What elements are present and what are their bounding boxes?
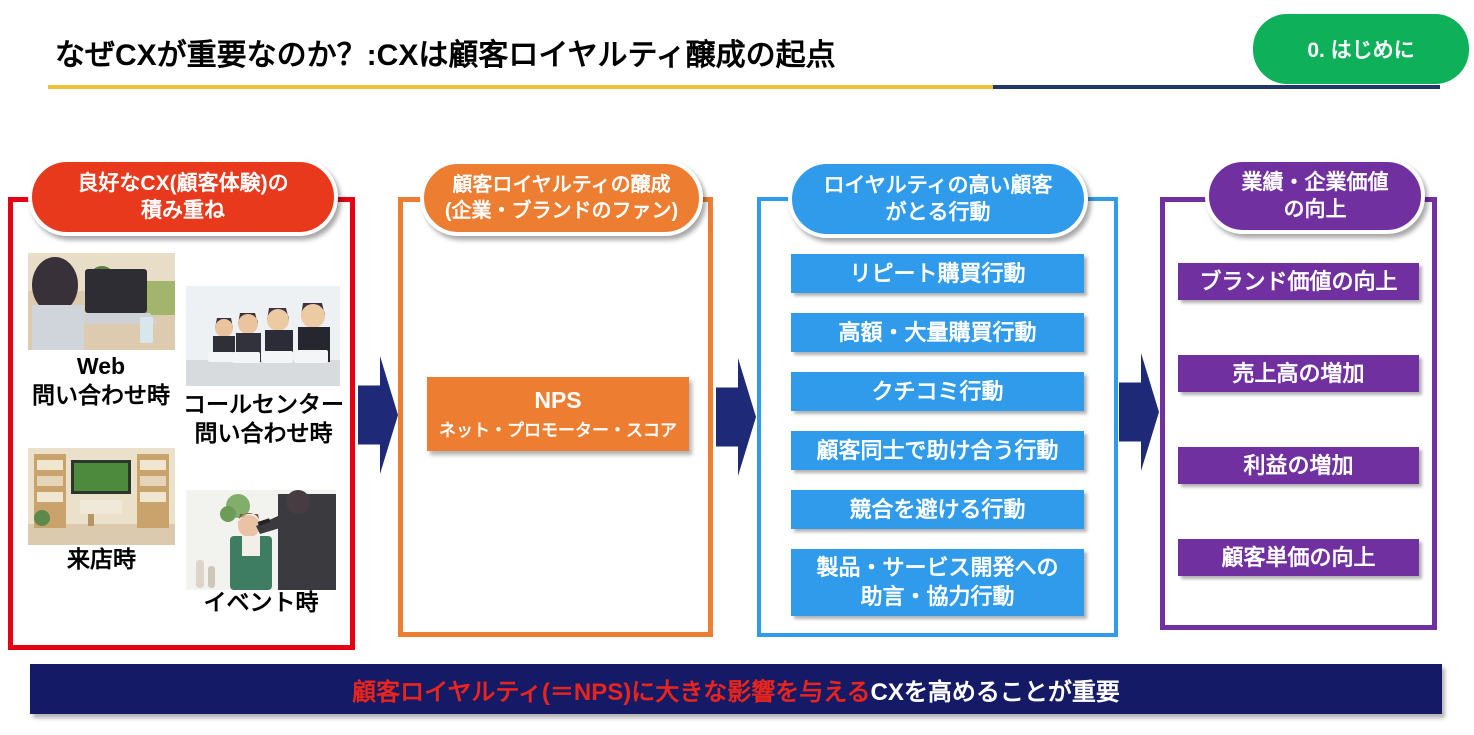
section-badge: 0. はじめに xyxy=(1253,14,1469,84)
cx-column-frame: Web 問い合わせ時 コールセンター xyxy=(8,197,355,650)
title-underline-navy xyxy=(993,85,1440,89)
performance-column-frame: ブランド価値の向上 売上高の増加 利益の増加 顧客単価の向上 xyxy=(1160,197,1437,630)
nps-subtitle: ネット・プロモーター・スコア xyxy=(439,421,677,440)
behavior-item: クチコミ行動 xyxy=(791,372,1084,411)
performance-column-header: 業績・企業価値 の向上 xyxy=(1205,158,1425,234)
performance-item-list: ブランド価値の向上 売上高の増加 利益の増加 顧客単価の向上 xyxy=(1178,263,1419,576)
behavior-item-list: リピート購買行動 高額・大量購買行動 クチコミ行動 顧客同士で助け合う行動 競合… xyxy=(791,254,1084,617)
loyalty-column-header: 顧客ロイヤルティの醸成 (企業・ブランドのファン) xyxy=(420,160,703,236)
behavior-item: 競合を避ける行動 xyxy=(791,490,1084,529)
behavior-column-frame: リピート購買行動 高額・大量購買行動 クチコミ行動 顧客同士で助け合う行動 競合… xyxy=(757,197,1118,637)
behavior-item: 高額・大量購買行動 xyxy=(791,313,1084,352)
nps-box: NPS ネット・プロモーター・スコア xyxy=(427,377,689,451)
behavior-item: リピート購買行動 xyxy=(791,254,1084,293)
performance-item: ブランド価値の向上 xyxy=(1178,263,1419,300)
event-photo xyxy=(186,490,336,590)
performance-item: 利益の増加 xyxy=(1178,447,1419,484)
flow-arrow-1 xyxy=(358,356,398,474)
behavior-item: 製品・サービス開発への 助言・協力行動 xyxy=(791,549,1084,617)
page-title: なぜCXが重要なのか？:CXは顧客ロイヤルティ醸成の起点 xyxy=(55,39,836,72)
behavior-item: 顧客同士で助け合う行動 xyxy=(791,431,1084,470)
store-visit-label: 来店時 xyxy=(67,546,136,572)
flow-arrow-2 xyxy=(716,358,756,476)
nps-title: NPS xyxy=(534,387,582,413)
banner-highlight-text: 顧客ロイヤルティ(＝NPS)に大きな影響を与える xyxy=(352,678,871,706)
title-underline-yellow xyxy=(48,85,993,89)
web-inquiry-label: Web 問い合わせ時 xyxy=(32,353,170,408)
web-inquiry-photo xyxy=(28,253,175,350)
event-label: イベント時 xyxy=(203,589,319,615)
behavior-column-header: ロイヤルティの高い顧客 がとる行動 xyxy=(788,160,1088,238)
store-visit-photo xyxy=(28,448,175,545)
flow-arrow-3 xyxy=(1119,353,1159,471)
banner-rest-text: CXを高めることが重要 xyxy=(870,678,1120,706)
performance-item: 顧客単価の向上 xyxy=(1178,539,1419,576)
call-center-label: コールセンター 問い合わせ時 xyxy=(183,391,344,446)
call-center-photo xyxy=(186,286,340,386)
performance-item: 売上高の増加 xyxy=(1178,355,1419,392)
cx-column-header: 良好なCX(顧客体験)の 積み重ね xyxy=(28,158,338,236)
